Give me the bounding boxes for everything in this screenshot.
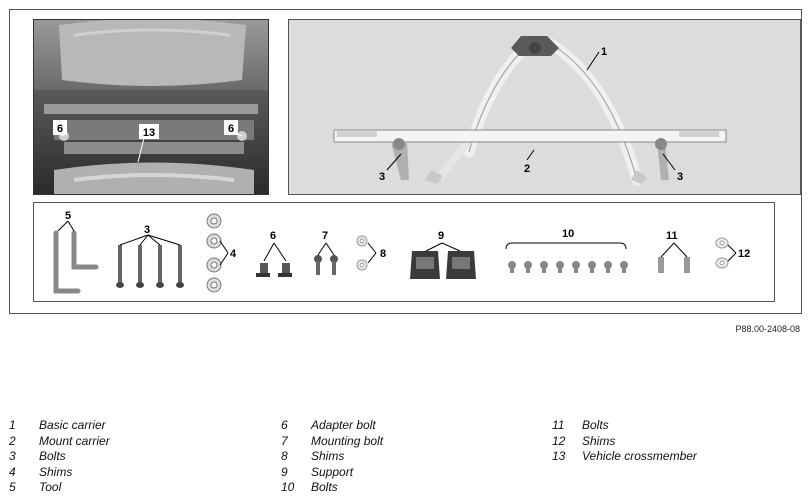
callout-2: 2 bbox=[524, 163, 530, 175]
shims-part-8: 8 bbox=[356, 235, 386, 271]
callout-10: 10 bbox=[562, 228, 574, 240]
callout-4: 4 bbox=[230, 248, 237, 260]
callout-6-left: 6 bbox=[57, 123, 63, 135]
callout-8: 8 bbox=[380, 248, 386, 260]
figure-reference: P88.00-2408-08 bbox=[735, 324, 800, 334]
callout-13: 13 bbox=[143, 127, 155, 139]
callout-5: 5 bbox=[65, 210, 71, 222]
shims-part-12: 12 bbox=[715, 237, 750, 269]
shims-part-4: 4 bbox=[206, 213, 237, 293]
callout-3: 3 bbox=[144, 224, 150, 236]
tool-part: 5 bbox=[53, 210, 99, 294]
bolts-part-11: 11 bbox=[658, 230, 690, 273]
parts-strip: 5 3 4 6 bbox=[33, 202, 775, 302]
callout-3-right: 3 bbox=[677, 171, 683, 183]
callout-12: 12 bbox=[738, 248, 750, 260]
callout-6-right: 6 bbox=[228, 123, 234, 135]
bolts-part: 3 bbox=[116, 224, 184, 288]
support-part: 9 bbox=[410, 230, 476, 279]
carrier-illustration: 1 2 3 3 bbox=[288, 19, 801, 195]
callout-11: 11 bbox=[666, 230, 678, 242]
callout-3-left: 3 bbox=[379, 171, 385, 183]
callout-6: 6 bbox=[270, 230, 276, 242]
callout-1: 1 bbox=[601, 46, 607, 58]
adapter-bolt-part: 6 bbox=[256, 230, 292, 277]
bolts-part-10: 10 bbox=[505, 228, 628, 273]
mounting-bolt-part: 7 bbox=[314, 230, 338, 275]
callout-7: 7 bbox=[322, 230, 328, 242]
callout-9: 9 bbox=[438, 230, 444, 242]
vehicle-rear-photo: 6 6 13 bbox=[33, 19, 269, 195]
